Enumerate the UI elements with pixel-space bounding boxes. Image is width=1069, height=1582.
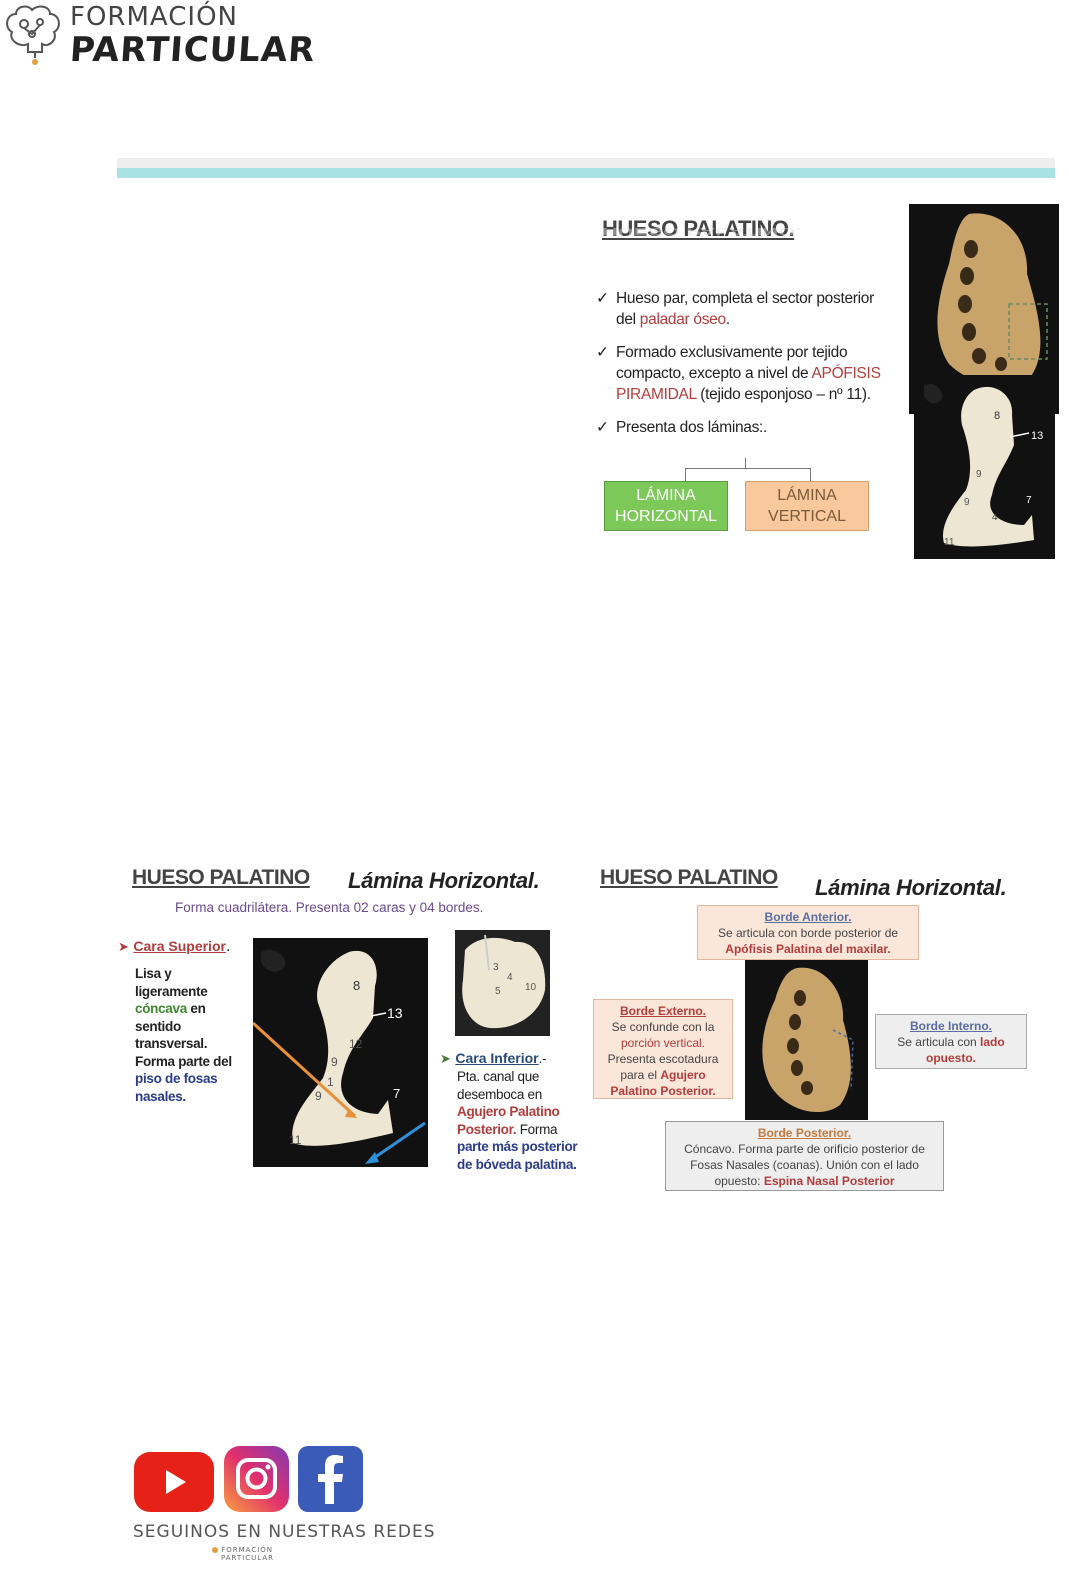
brand-name-bottom: PARTICULAR <box>68 30 317 70</box>
youtube-icon[interactable] <box>134 1452 214 1512</box>
borde-externo-box: Borde Externo. Se confunde con la porció… <box>593 999 733 1099</box>
brand-logo-icon <box>2 2 66 68</box>
photo-label: 8 <box>353 978 360 993</box>
palatine-lamina-photo: 8 13 12 9 1 9 7 11 <box>253 938 428 1167</box>
slide2-description: Forma cuadrilátera. Presenta 02 caras y … <box>175 900 484 915</box>
social-follow-text: SEGUINOS EN NUESTRAS REDES <box>133 1522 436 1542</box>
highlight-apofisis: APÓFISIS PIRAMIDAL <box>616 365 881 403</box>
photo-label: 9 <box>964 497 970 508</box>
palatine-bone-photo: 8 13 9 9 4 7 11 <box>914 375 1055 559</box>
arrow-bullet-icon: ➤ <box>118 939 129 954</box>
brand-mark-icon <box>212 1547 218 1553</box>
bullet-item: ✓ Presenta dos láminas:. <box>596 419 768 436</box>
bullet-item: ✓ Hueso par, completa el sector posterio… <box>596 290 874 328</box>
photo-label: 8 <box>994 410 1000 422</box>
photo-label: 7 <box>393 1086 400 1101</box>
cara-superior-text: Lisa y ligeramente cóncava en sentido tr… <box>135 966 232 1104</box>
slide2-subtitle: Lámina Horizontal. <box>348 868 540 893</box>
photo-label: 4 <box>507 972 513 983</box>
check-icon: ✓ <box>596 419 609 436</box>
photo-label: 5 <box>495 986 501 997</box>
photo-label: 11 <box>289 1133 302 1147</box>
photo-label: 4 <box>992 512 998 523</box>
photo-label: 10 <box>525 982 537 993</box>
palatine-small-photo: 3 4 5 10 <box>455 930 550 1036</box>
slide1-title-reflection: HUESO PALATINO. <box>602 225 802 239</box>
header-divider <box>117 158 1055 178</box>
bullet-item: ✓ Formado exclusivamente por tejido comp… <box>596 344 881 403</box>
photo-label: 13 <box>1031 430 1043 442</box>
cara-inferior-text: Pta. canal que desemboca en Agujero Pala… <box>457 1069 578 1172</box>
facebook-icon[interactable] <box>298 1446 363 1512</box>
photo-label: 1 <box>327 1075 334 1089</box>
maxilla-palatine-photo <box>745 960 868 1120</box>
slide3-subtitle: Lámina Horizontal. <box>815 875 1007 900</box>
highlight-paladar: paladar óseo <box>639 311 726 328</box>
footer-mini-logo: FORMACIÓN PARTICULAR <box>212 1546 274 1562</box>
check-icon: ✓ <box>596 344 609 361</box>
photo-label: 9 <box>315 1089 322 1103</box>
arrow-bullet-icon: ➤ <box>440 1051 451 1066</box>
slide1-title: HUESO PALATINO. <box>602 216 795 241</box>
cara-inferior-heading: ➤ Cara Inferior.- <box>440 1050 547 1066</box>
lamina-vertical-box: LÁMINA VERTICAL <box>745 481 869 531</box>
photo-label: 9 <box>331 1055 338 1069</box>
borde-posterior-box: Borde Posterior. Cóncavo. Forma parte de… <box>665 1121 944 1191</box>
tree-connector <box>745 458 746 468</box>
borde-interno-box: Borde Interno. Se articula con lado opue… <box>875 1014 1027 1069</box>
lamina-horizontal-box: LÁMINA HORIZONTAL <box>604 481 728 531</box>
instagram-icon[interactable] <box>224 1446 289 1512</box>
tree-connector <box>810 468 811 481</box>
borde-anterior-box: Borde Anterior. Se articula con borde po… <box>697 905 919 960</box>
photo-label: 3 <box>493 962 499 973</box>
slide1-bullet-list: ✓ Hueso par, completa el sector posterio… <box>596 288 886 450</box>
tree-connector <box>685 468 811 469</box>
cara-superior-heading: ➤ Cara Superior. <box>118 938 231 955</box>
brand-name-top: FORMACIÓN <box>70 2 238 32</box>
slide2-title: HUESO PALATINO <box>132 866 310 889</box>
photo-label: 7 <box>1026 495 1032 506</box>
tree-connector <box>685 468 686 481</box>
check-icon: ✓ <box>596 290 609 307</box>
photo-label: 12 <box>349 1037 363 1051</box>
photo-label: 13 <box>387 1005 403 1021</box>
photo-label: 9 <box>976 469 982 480</box>
photo-label: 11 <box>944 537 955 548</box>
slide3-title: HUESO PALATINO <box>600 866 778 889</box>
